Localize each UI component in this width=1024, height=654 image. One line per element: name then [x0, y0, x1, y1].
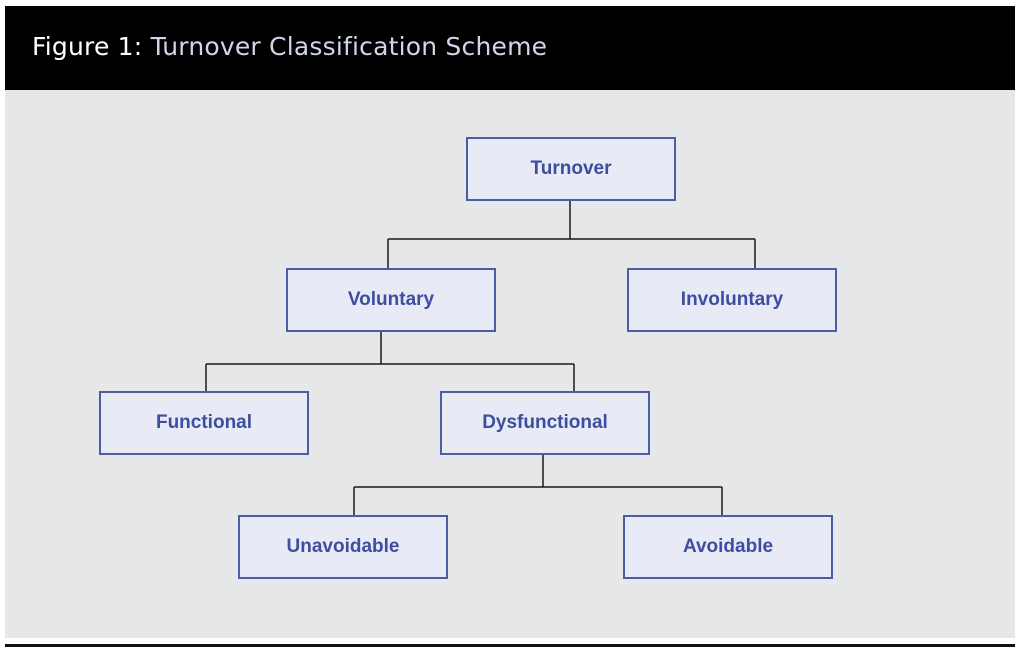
bottom-divider: [5, 644, 1015, 647]
node-involuntary: Involuntary: [627, 268, 837, 332]
figure-title-text: Turnover Classification Scheme: [150, 32, 548, 61]
node-avoidable: Avoidable: [623, 515, 833, 579]
node-voluntary: Voluntary: [286, 268, 496, 332]
node-turnover: Turnover: [466, 137, 676, 201]
figure-title: Figure 1: Turnover Classification Scheme: [32, 32, 547, 61]
figure-header: Figure 1: Turnover Classification Scheme: [5, 6, 1015, 90]
figure-label: Figure 1:: [32, 32, 143, 61]
node-dysfunctional: Dysfunctional: [440, 391, 650, 455]
node-unavoidable: Unavoidable: [238, 515, 448, 579]
node-functional: Functional: [99, 391, 309, 455]
